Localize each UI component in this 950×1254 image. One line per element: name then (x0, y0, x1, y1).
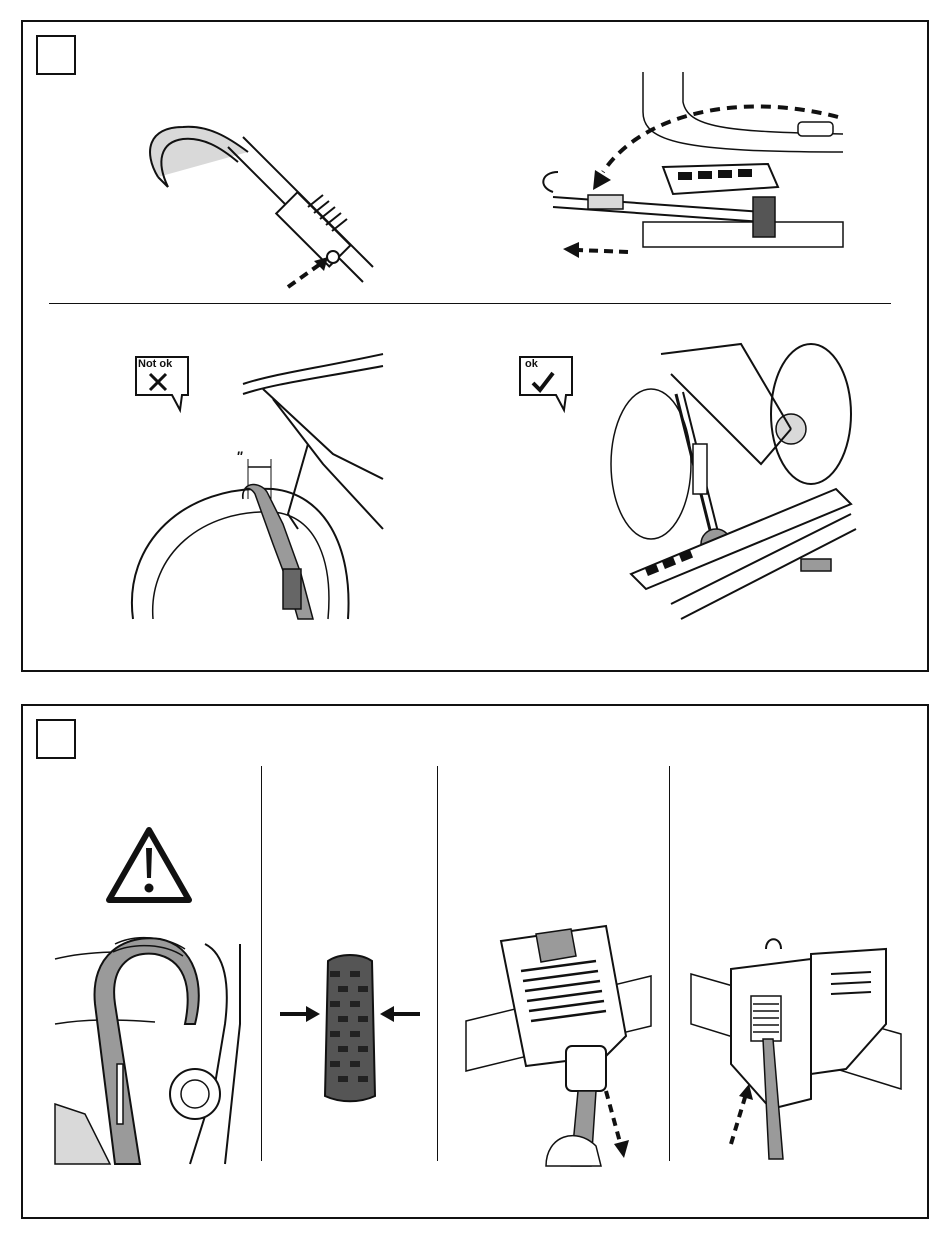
hook-release-figure (128, 117, 373, 297)
ok-badge: ok (518, 355, 574, 415)
strap-release-figure (466, 926, 651, 1166)
column-divider (669, 766, 670, 1161)
ok-figure (611, 334, 856, 619)
gap-label: " (236, 448, 243, 464)
step-panel-1: Not ok " ok (21, 20, 929, 672)
ok-label: ok (525, 358, 538, 370)
column-divider (437, 766, 438, 1161)
check-icon (531, 371, 555, 393)
tire-compress-figure (280, 951, 420, 1106)
hook-on-frame-figure (55, 924, 245, 1164)
not-ok-figure: " (123, 344, 383, 619)
strap-tighten-figure (691, 944, 901, 1159)
column-divider (261, 766, 262, 1161)
panel-divider (49, 303, 891, 304)
arm-fold-figure (513, 72, 843, 272)
step-number-box (36, 719, 76, 759)
step-number-box (36, 35, 76, 75)
warning-icon (105, 826, 193, 904)
step-panel-2 (21, 704, 929, 1219)
